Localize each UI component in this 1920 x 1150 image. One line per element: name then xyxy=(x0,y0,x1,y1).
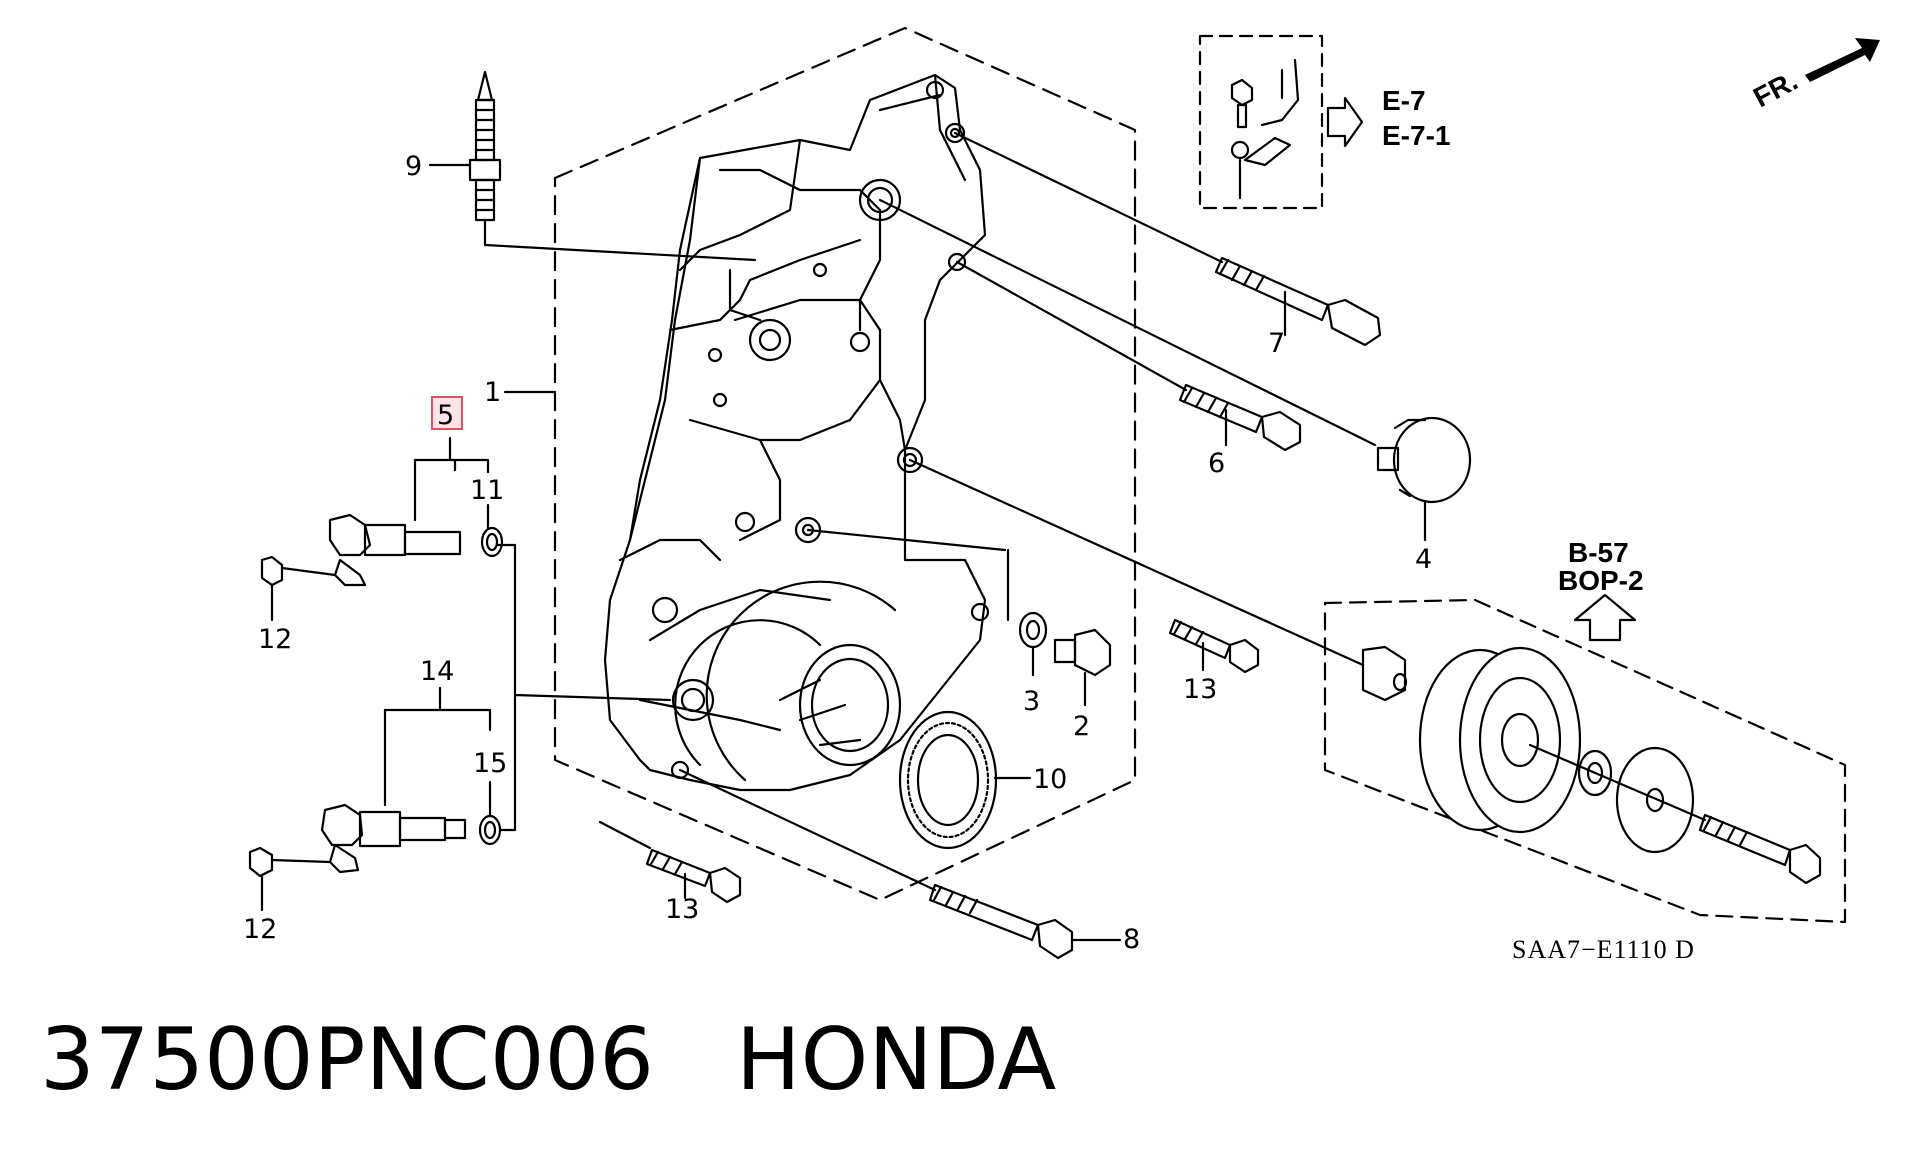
part-number-title: 37500PNC006 HONDA xyxy=(40,1010,1057,1110)
callout-9: 9 xyxy=(405,151,422,182)
callout-4: 4 xyxy=(1415,544,1432,575)
callout-3: 3 xyxy=(1023,686,1040,717)
bolt-8 xyxy=(678,768,1122,960)
leader-14 xyxy=(383,686,492,807)
callout-2: 2 xyxy=(1073,711,1090,742)
front-direction-arrow: FR. xyxy=(1748,38,1880,113)
sensor-14 xyxy=(248,803,502,878)
bolt-13-bottom xyxy=(598,820,742,904)
leader-5 xyxy=(413,436,490,522)
callout-11: 11 xyxy=(470,475,504,506)
callout-8: 8 xyxy=(1123,924,1140,955)
inset-e7-boundary xyxy=(1198,34,1324,210)
callout-7: 7 xyxy=(1268,328,1285,359)
callout-12-lower: 12 xyxy=(243,914,277,945)
callout-6: 6 xyxy=(1208,448,1225,479)
callout-5-highlight xyxy=(431,396,463,430)
plug-2 xyxy=(1053,628,1112,707)
direction-label: FR. xyxy=(1748,65,1802,114)
stud-9 xyxy=(468,70,757,262)
sensor-5 xyxy=(260,458,504,587)
callout-12-upper: 12 xyxy=(258,624,292,655)
arrow-up-b57 xyxy=(1573,593,1637,642)
cap-4 xyxy=(878,198,1472,542)
ref-b57: B-57 xyxy=(1568,537,1629,568)
idler-pulley-group xyxy=(908,458,1822,885)
assembly-1-boundary xyxy=(553,26,1137,902)
diagram-code: SAA7−E1110 D xyxy=(1512,935,1695,964)
chain-case-cover xyxy=(603,73,990,792)
callout-14: 14 xyxy=(420,656,454,687)
bolt-6 xyxy=(955,260,1302,452)
callout-13-bottom: 13 xyxy=(665,894,699,925)
sensor-bracket xyxy=(496,543,672,832)
inset-harness xyxy=(1230,58,1364,200)
pulley-group-boundary xyxy=(1323,598,1847,924)
washer-3 xyxy=(1018,611,1048,677)
cover-seal-bore xyxy=(798,643,902,767)
callout-1: 1 xyxy=(484,377,501,408)
ref-bop2: BOP-2 xyxy=(1558,565,1644,596)
ref-e7-1: E-7-1 xyxy=(1382,120,1450,151)
callout-5: 5 xyxy=(437,400,454,431)
callout-13-right: 13 xyxy=(1183,674,1217,705)
bolt-13-right xyxy=(1168,618,1260,674)
bolt-7 xyxy=(953,131,1382,347)
ref-e7: E-7 xyxy=(1382,85,1426,116)
callout-15: 15 xyxy=(473,748,507,779)
oil-seal-10 xyxy=(898,710,1032,850)
callout-10: 10 xyxy=(1033,764,1067,795)
